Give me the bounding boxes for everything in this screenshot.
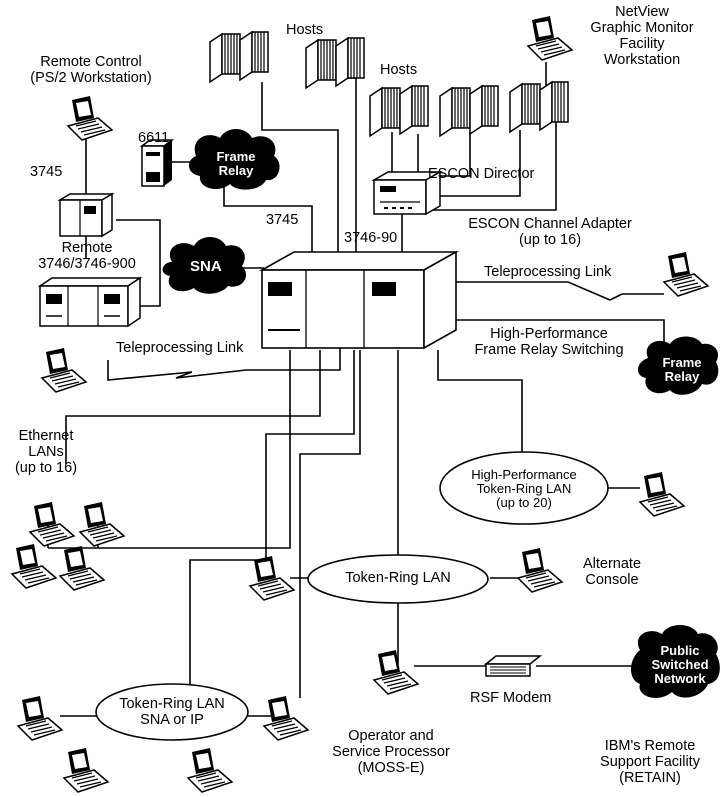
label-3745-link: 3745 — [266, 212, 299, 228]
remote-control-label: Remote Control (PS/2 Workstation) — [30, 54, 152, 86]
operator-workstation — [373, 649, 419, 695]
public-switched-network-label: Public Switched Network — [651, 643, 709, 686]
sna-ip-workstation-left — [17, 695, 63, 741]
teleprocessing-right-label: Teleprocessing Link — [484, 264, 612, 280]
hosts-right-label: Hosts — [380, 62, 418, 78]
token-ring-lan-label: Token-Ring LAN — [345, 570, 451, 586]
remote-racks — [37, 276, 143, 328]
token-ring-ellipse — [307, 554, 489, 604]
ibm-remote-support-label: IBM's Remote Support Facility (RETAIN) — [600, 738, 700, 786]
public-switched-network-cloud — [631, 625, 720, 698]
teleprocessing-right-workstation — [663, 251, 709, 297]
rsf-modem-label: RSF Modem — [470, 690, 552, 706]
hosts-right-1 — [369, 85, 429, 137]
modem-6611-label: 6611 — [138, 130, 170, 146]
remote-control-workstation — [67, 95, 113, 141]
escon-director — [371, 170, 443, 216]
token-ring-sna-ip-ellipse — [95, 683, 249, 741]
central-3745-3746 — [258, 250, 460, 350]
ethernet-workstation-4 — [59, 545, 105, 591]
sna-label: SNA — [190, 258, 222, 275]
hosts-top-left — [209, 31, 269, 83]
ethernet-label: Ethernet LANs (up to 16) — [14, 428, 78, 476]
sna-ip-workstation-bottom-right — [187, 747, 233, 793]
hp-token-ring-workstation — [639, 471, 685, 517]
ethernet-workstation-2 — [79, 501, 125, 547]
hosts-right-2 — [439, 85, 499, 137]
label-3745-left: 3745 — [30, 164, 63, 180]
sna-ip-workstation-bottom-left — [63, 747, 109, 793]
hp-token-ring-ellipse — [439, 451, 609, 525]
frame-relay-top-label: Frame Relay — [216, 149, 256, 178]
operator-label: Operator and Service Processor (MOSS-E) — [332, 728, 450, 776]
token-ring-left-workstation — [249, 555, 295, 601]
frame-relay-top-cloud — [188, 129, 280, 190]
label-3746-90: 3746-90 — [344, 230, 398, 246]
rsf-modem — [483, 655, 543, 677]
frame-relay-right-cloud — [637, 336, 719, 395]
ethernet-workstation-1 — [29, 501, 75, 547]
remote-3746-label: Remote 3746/3746-900 — [38, 240, 136, 272]
hosts-right-3 — [509, 81, 569, 133]
frame-relay-right-label: Frame Relay — [662, 355, 702, 384]
ethernet-workstation-3 — [11, 543, 57, 589]
netview-label: NetView Graphic Monitor Facility Worksta… — [590, 4, 694, 68]
remote-3746 — [57, 192, 115, 238]
sna-cloud — [162, 237, 247, 294]
alternate-console-label: Alternate Console — [582, 556, 642, 588]
teleprocessing-left-workstation — [41, 347, 87, 393]
teleprocessing-left-label: Teleprocessing Link — [116, 340, 244, 356]
hp-frame-relay-switching-label: High-Performance Frame Relay Switching — [474, 326, 624, 358]
sna-ip-workstation-right — [263, 695, 309, 741]
hosts-top-label: Hosts — [286, 22, 324, 38]
escon-director-label: ESCON Director — [428, 166, 535, 182]
router-6611 — [139, 139, 175, 187]
token-ring-sna-ip-label: Token-Ring LAN SNA or IP — [119, 696, 225, 728]
connection-lines — [47, 62, 665, 720]
escon-adapter-label: ESCON Channel Adapter (up to 16) — [468, 216, 632, 248]
hp-token-ring-label: High-Performance Token-Ring LAN (up to 2… — [471, 467, 577, 510]
alternate-console-workstation — [517, 547, 563, 593]
